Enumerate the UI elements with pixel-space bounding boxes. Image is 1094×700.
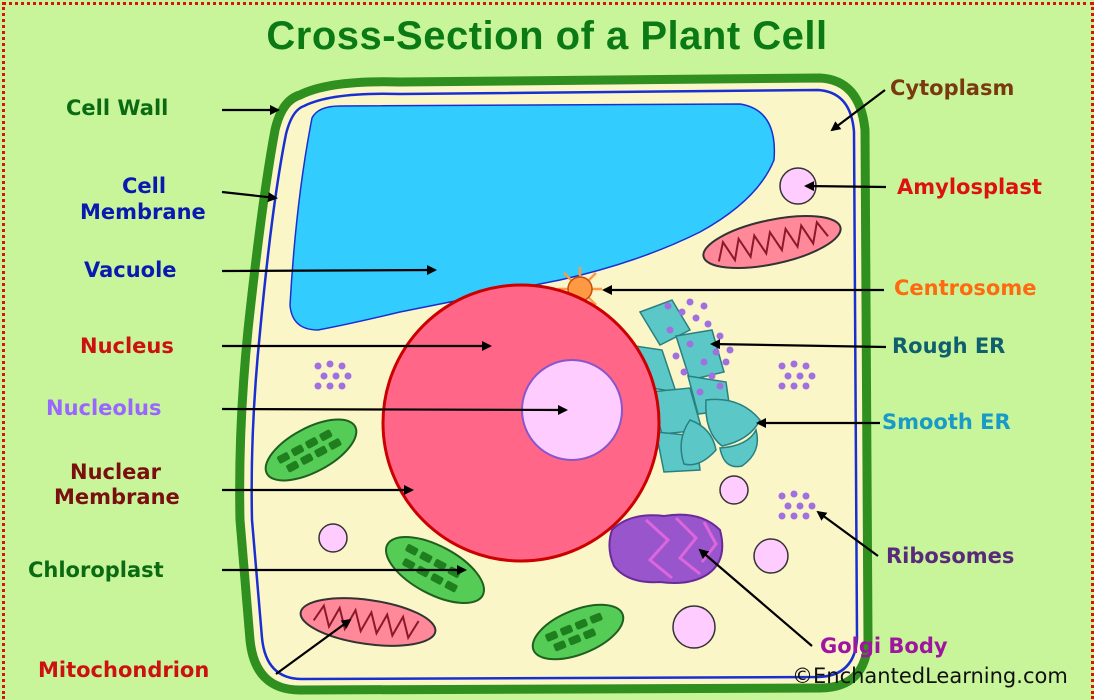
label-nuclear-membrane-line2: Membrane: [54, 485, 180, 510]
label-cytoplasm: Cytoplasm: [890, 76, 1014, 101]
label-cell-wall: Cell Wall: [66, 96, 168, 121]
label-vacuole: Vacuole: [84, 258, 177, 283]
label-nuclear-membrane-line1: Nuclear: [70, 460, 161, 485]
label-nucleus: Nucleus: [80, 334, 174, 359]
arrow-vacuole: [222, 270, 435, 271]
label-rough-er: Rough ER: [892, 334, 1005, 359]
label-ribosomes: Ribosomes: [886, 544, 1014, 569]
vesicle: [319, 524, 347, 552]
vesicle: [720, 476, 748, 504]
label-amylosplast: Amylosplast: [897, 175, 1042, 200]
label-nucleolus: Nucleolus: [46, 396, 162, 421]
vesicle: [673, 606, 715, 648]
diagram-title: Cross-Section of a Plant Cell: [0, 14, 1094, 59]
golgi-body: [609, 515, 722, 583]
credit-text: ©EnchantedLearning.com: [792, 664, 1068, 688]
label-centrosome: Centrosome: [894, 276, 1036, 301]
label-mitochondrion: Mitochondrion: [38, 658, 209, 683]
arrow-amylosplast: [806, 186, 886, 187]
label-golgi-body: Golgi Body: [820, 634, 948, 659]
arrow-nucleolus: [222, 409, 566, 410]
vesicle: [754, 539, 788, 573]
label-cell-membrane-line1: Cell: [122, 174, 166, 199]
label-cell-membrane-line2: Membrane: [80, 200, 206, 225]
label-smooth-er: Smooth ER: [882, 410, 1011, 435]
label-chloroplast: Chloroplast: [28, 558, 164, 583]
